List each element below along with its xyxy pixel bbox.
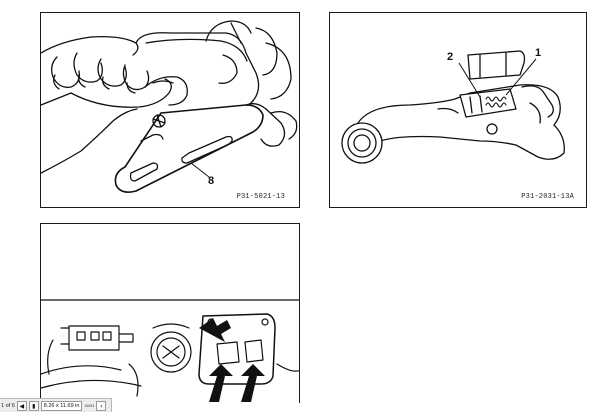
zoom-label: 40/51 xyxy=(84,402,95,408)
figure-code: P31-5021-13 xyxy=(236,193,285,201)
scroll-left-icon[interactable]: ‹ xyxy=(96,400,107,411)
page-indicator: 1 of 6 xyxy=(1,402,15,409)
callout-label: 8 xyxy=(208,175,215,187)
illustration-engine-top xyxy=(41,299,299,402)
prev-page-icon[interactable]: ▮ xyxy=(28,400,39,411)
page-size-field: 8.26 x 11.69 in xyxy=(40,400,83,411)
figure-valve-cover-fasteners xyxy=(40,223,300,403)
callout-label: 1 xyxy=(535,47,542,59)
figure-hand-holding-bracket: 8 P31-5021-13 xyxy=(40,12,300,208)
figure-code: P31-2031-13A xyxy=(521,193,574,201)
callout-label: 2 xyxy=(447,51,454,63)
illustration-bracket-removal xyxy=(41,20,298,193)
viewer-status-bar: 1 of 6 ◀ ▮ 8.26 x 11.69 in 40/51 ‹ xyxy=(0,398,112,412)
first-page-icon[interactable]: ◀ xyxy=(16,400,27,411)
figure-lever-assembly: 2 1 P31-2031-13A xyxy=(329,12,587,208)
illustration-lever-mechanism xyxy=(341,50,565,164)
